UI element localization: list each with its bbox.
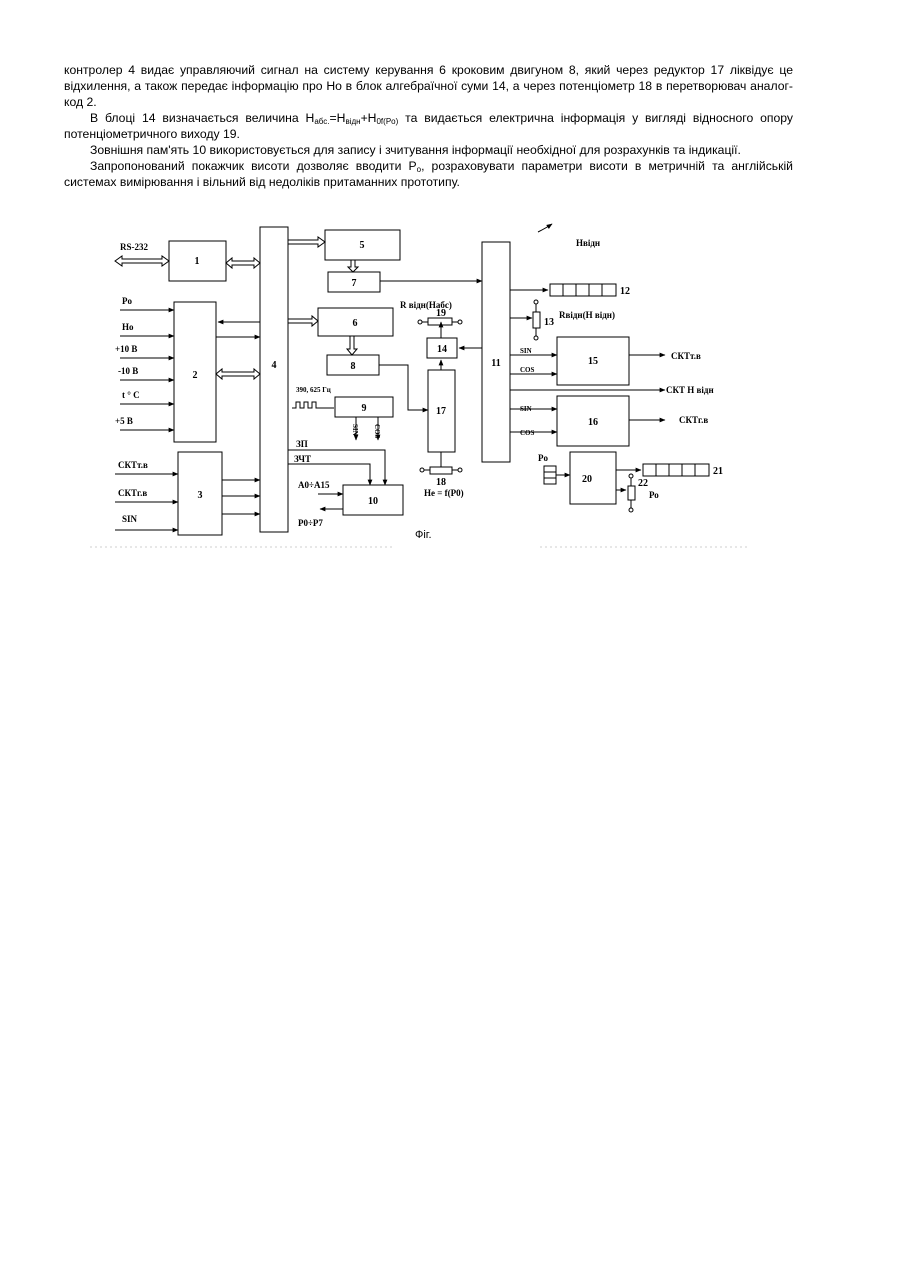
num-14: 14 <box>437 344 447 355</box>
num-12: 12 <box>620 286 630 297</box>
paragraph-2: В блоці 14 визначається величина Набс.=Н… <box>64 110 793 142</box>
num-2: 2 <box>193 370 198 381</box>
num-17: 17 <box>436 406 446 417</box>
label-sin-9: SIN <box>351 424 359 436</box>
label-plus5: +5 В <box>115 416 133 426</box>
num-15: 15 <box>588 356 598 367</box>
block-diagram-figure: 1 2 3 4 5 6 7 8 9 10 11 12 13 14 15 16 1… <box>60 212 760 612</box>
num-10: 10 <box>368 496 378 507</box>
num-8: 8 <box>351 361 356 372</box>
num-3: 3 <box>198 490 203 501</box>
num-21: 21 <box>713 466 723 477</box>
label-zcht: ЗЧТ <box>294 454 311 464</box>
label-plus10: +10 В <box>115 344 137 354</box>
label-po-input: Po <box>538 453 548 463</box>
block-4 <box>260 227 288 532</box>
num-6: 6 <box>353 318 358 329</box>
num-22: 22 <box>638 478 648 489</box>
num-16: 16 <box>588 417 598 428</box>
label-h-vidn: Нвідн <box>576 238 600 248</box>
label-he-f: Не = f(P0) <box>424 488 464 498</box>
num-18: 18 <box>436 477 446 488</box>
label-po: Po <box>122 296 132 306</box>
body-text: контролер 4 видає управляючий сигнал на … <box>64 62 793 190</box>
indicator-12 <box>550 284 616 296</box>
paragraph-3: Зовнішня пам'ять 10 використовується для… <box>64 142 793 158</box>
num-11: 11 <box>491 358 500 369</box>
label-skt-h-vidn: СКТ Н відн <box>666 385 714 395</box>
label-ho: Ho <box>122 322 134 332</box>
indicator-21 <box>643 464 709 476</box>
num-7: 7 <box>352 278 357 289</box>
paragraph-1: контролер 4 видає управляючий сигнал на … <box>64 62 793 110</box>
label-cos-15: COS <box>520 366 535 374</box>
label-r-vidn-h: Rвідн(Н відн) <box>559 310 615 320</box>
num-4: 4 <box>272 360 277 371</box>
block-20 <box>570 452 616 504</box>
num-1: 1 <box>195 256 200 267</box>
block-11 <box>482 242 510 462</box>
label-skt-tv: СКТт.в <box>118 460 148 470</box>
label-skt-gv: СКТг.в <box>118 488 147 498</box>
label-sin-16: SIN <box>520 405 532 413</box>
label-skt-tv-out: СКТт.в <box>671 351 701 361</box>
label-freq: 390, 625 Гц <box>296 386 331 394</box>
arrow-6-8 <box>347 336 357 355</box>
clock-pulses <box>292 402 334 408</box>
potentiometer-19 <box>418 318 462 325</box>
label-po-right: Ро <box>649 490 659 500</box>
label-zp: ЗП <box>296 439 308 449</box>
block-diagram: 1 2 3 4 5 6 7 8 9 10 11 12 13 14 15 16 1… <box>60 212 760 612</box>
label-r-vidn-habs: R відн(Набс) <box>400 300 452 310</box>
label-minus10: -10 В <box>118 366 138 376</box>
figure-caption: Фіг. <box>415 529 432 541</box>
label-addr: А0÷А15 <box>298 480 330 490</box>
num-20: 20 <box>582 474 592 485</box>
po-input-grid <box>544 466 556 484</box>
label-skt-gv-out: СКТг.в <box>679 415 708 425</box>
paragraph-4: Запропонований покажчик висоти дозволяє … <box>64 158 793 190</box>
label-cos-9: COS <box>373 424 381 439</box>
label-sin-15: SIN <box>520 347 532 355</box>
label-rs232: RS-232 <box>120 242 149 252</box>
potentiometer-13 <box>533 300 540 340</box>
num-5: 5 <box>360 240 365 251</box>
potentiometer-22 <box>628 474 635 512</box>
potentiometer-18 <box>420 452 462 474</box>
arrow-5-7 <box>348 260 358 272</box>
label-temp: t ° C <box>122 390 140 400</box>
num-9: 9 <box>362 403 367 414</box>
label-cos-16: COS <box>520 429 535 437</box>
label-port: Р0÷Р7 <box>298 518 323 528</box>
label-sin-3: SIN <box>122 514 138 524</box>
num-13: 13 <box>544 317 554 328</box>
